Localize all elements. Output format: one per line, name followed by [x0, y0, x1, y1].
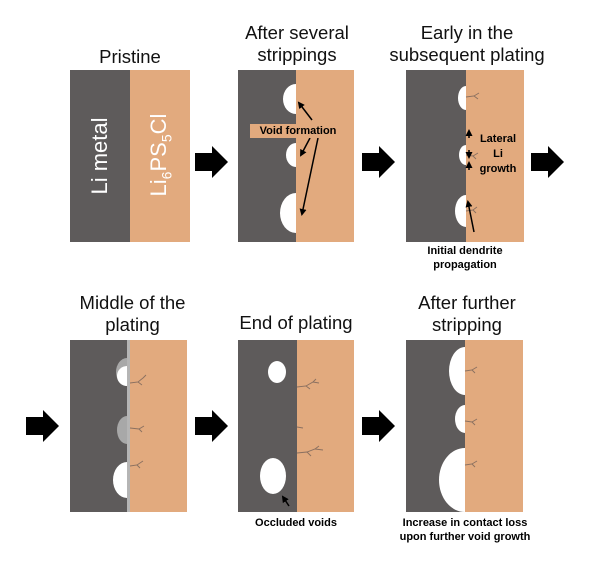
panel-pristine: [70, 70, 190, 242]
panel-after-further-stripping: [406, 340, 523, 512]
block-arrow: [195, 410, 228, 442]
contact-loss-label: Increase in contact loss upon further vo…: [399, 517, 531, 543]
occluded-void: [268, 361, 286, 383]
panel-middle-plating: [70, 340, 187, 512]
electrolyte-label-ps: PS: [146, 142, 171, 172]
electrolyte-label-sub1: 6: [158, 171, 175, 180]
panel-after-strippings: [238, 70, 354, 242]
block-arrow: [362, 410, 395, 442]
interface-layer: [127, 340, 130, 512]
void: [455, 405, 465, 433]
li-metal-label: Li metal: [87, 117, 112, 195]
block-arrow: [531, 146, 564, 178]
void: [458, 86, 466, 110]
occluded-void: [260, 458, 286, 494]
arrow: [299, 137, 319, 216]
void: [117, 366, 127, 386]
electrolyte-label: Li6PS5Cl: [144, 100, 174, 210]
electrolyte-label-cl: Cl: [146, 113, 171, 135]
dendrite: [296, 378, 324, 457]
panel-title-end-plating: End of plating: [239, 312, 353, 333]
panel-title-pristine: Pristine: [99, 46, 161, 67]
void: [449, 347, 465, 395]
void: [439, 448, 465, 512]
occluded-voids-label: Occluded voids: [255, 517, 337, 529]
process-arrows: [26, 146, 564, 442]
arrow: [281, 495, 290, 507]
electrolyte-layer: [466, 70, 524, 242]
electrolyte-layer: [130, 70, 190, 242]
panel-end-plating: [238, 340, 354, 512]
plated-li: [117, 416, 127, 444]
panel-title-early-plating: Early in the subsequent plating: [389, 22, 545, 65]
electrolyte-layer: [296, 70, 354, 242]
block-arrow: [195, 146, 228, 178]
initial-dendrite-label: Initial dendrite propagation: [427, 245, 503, 271]
panel-title-after-several-strippings: After several strippings: [245, 22, 349, 65]
void: [113, 462, 127, 498]
electrolyte-label-li: Li: [146, 179, 171, 197]
electrolyte-layer: [465, 340, 523, 512]
void: [283, 84, 296, 114]
void-formation-label: Void formation: [250, 124, 346, 138]
void: [459, 145, 466, 165]
void: [286, 143, 296, 167]
dendrite: [464, 366, 478, 468]
dendrite: [129, 374, 147, 469]
void: [455, 195, 466, 227]
panel-title-after-further-stripping: After further stripping: [418, 292, 516, 335]
lateral-li-growth-label: Lateral Li growth: [479, 133, 517, 175]
panel-early-plating: [406, 70, 524, 242]
electrolyte-layer: [129, 340, 187, 512]
block-arrow: [26, 410, 59, 442]
panel-title-middle-plating: Middle of the plating: [79, 292, 186, 335]
arrow: [465, 200, 475, 233]
arrow: [300, 137, 311, 157]
electrolyte-layer: [297, 340, 354, 512]
block-arrow: [362, 146, 395, 178]
arrow: [297, 101, 313, 121]
electrolyte-label-sub2: 5: [158, 134, 175, 143]
void: [280, 193, 296, 233]
li-metal-layer: [70, 70, 130, 242]
